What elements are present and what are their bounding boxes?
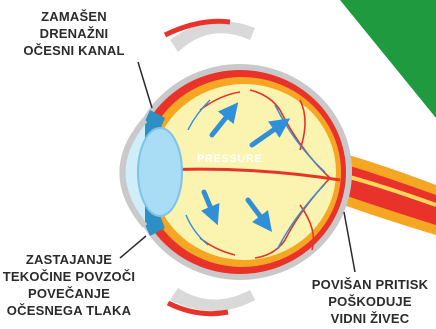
label-line: OČESNEGA TLAKA	[0, 302, 138, 319]
label-line: VIDNI ŽIVEC	[308, 310, 432, 327]
label-line: DRENAŽNI	[14, 25, 134, 42]
label-drainage-canal: ZAMAŠEN DRENAŽNI OČESNI KANAL	[14, 8, 134, 59]
drainage-pointer	[138, 62, 152, 108]
label-optic-nerve-damage: POVIŠAN PRITISK POŠKODUJE VIDNI ŽIVEC	[308, 276, 432, 327]
label-line: TEKOČINE POVZOČI	[0, 268, 138, 285]
pressure-label: PRESSURE	[197, 153, 262, 165]
label-line: POVIŠAN PRITISK	[308, 276, 432, 293]
label-fluid-buildup: ZASTAJANJE TEKOČINE POVZOČI POVEČANJE OČ…	[0, 251, 138, 319]
nerve-pointer	[344, 212, 355, 272]
label-line: ZAMAŠEN	[14, 8, 134, 25]
label-line: ZASTAJANJE	[0, 251, 138, 268]
label-line: OČESNI KANAL	[14, 42, 134, 59]
corner-green-shape	[340, 0, 436, 118]
lens	[138, 128, 182, 216]
label-line: POVEČANJE	[0, 285, 138, 302]
label-line: POŠKODUJE	[308, 293, 432, 310]
